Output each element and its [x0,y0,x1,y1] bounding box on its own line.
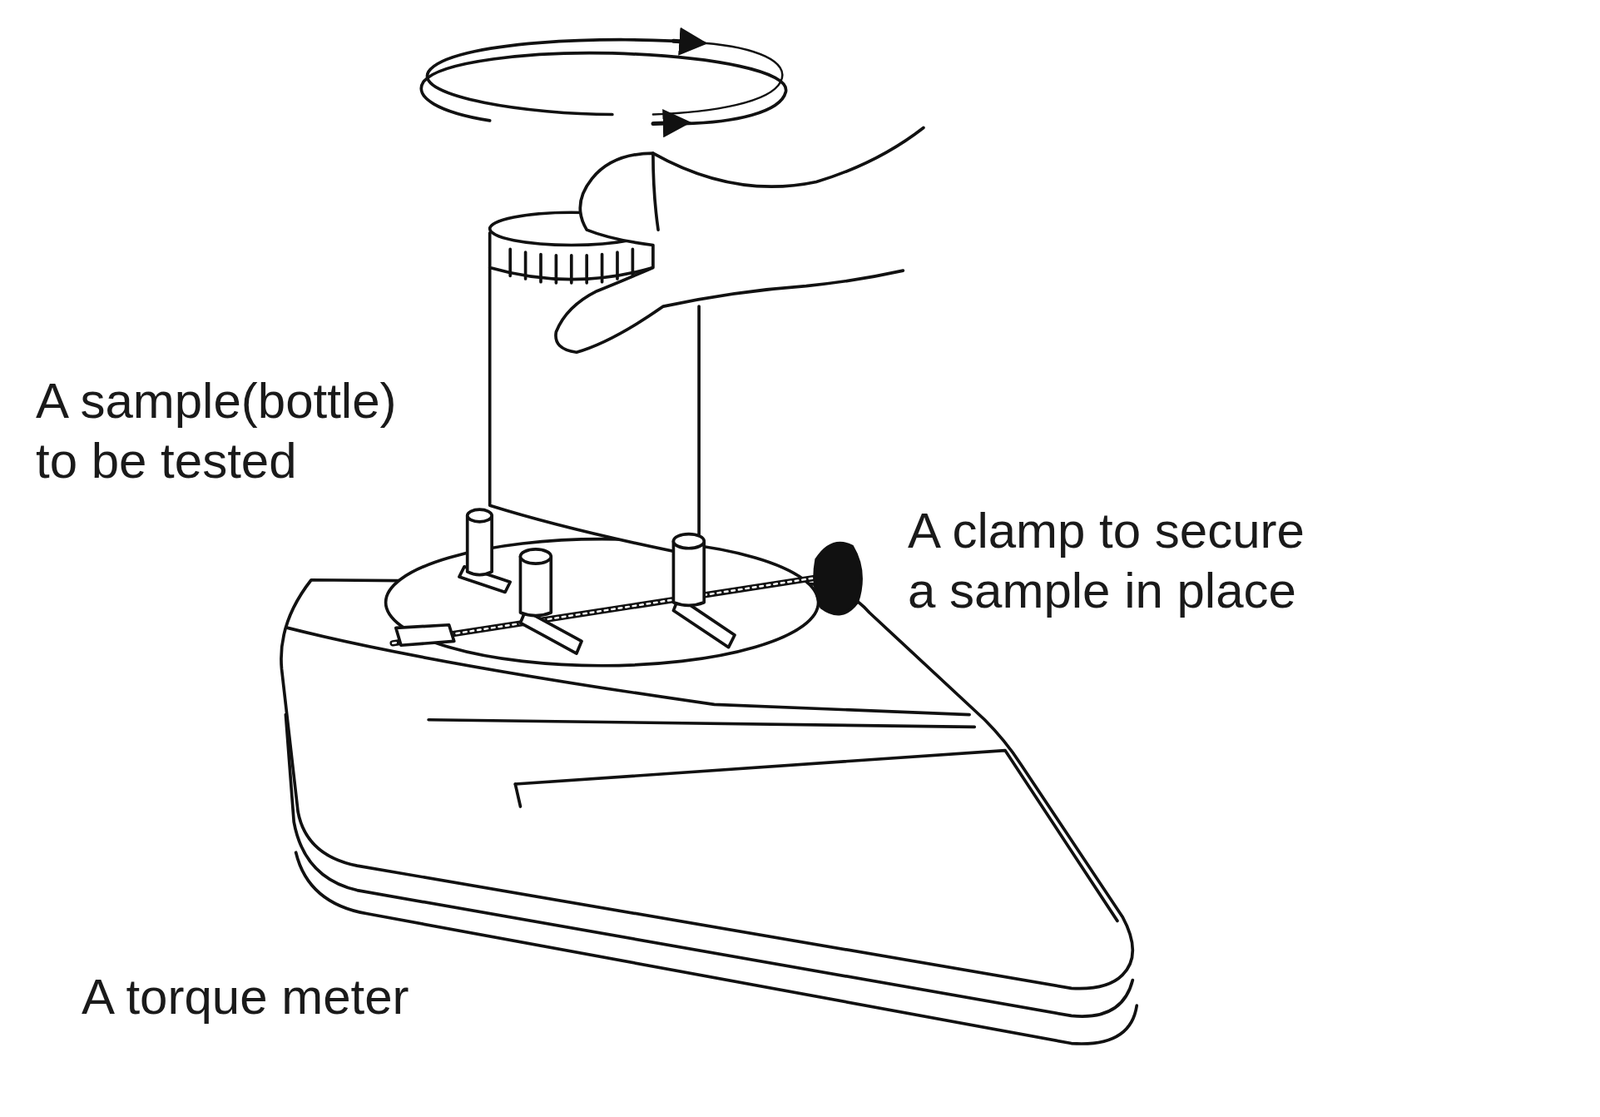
part-label: A clamp to secure a sample in place [907,500,1574,621]
part-label: A torque meter [81,966,664,1027]
part-label: A sample(bottle) to be tested [35,371,427,491]
